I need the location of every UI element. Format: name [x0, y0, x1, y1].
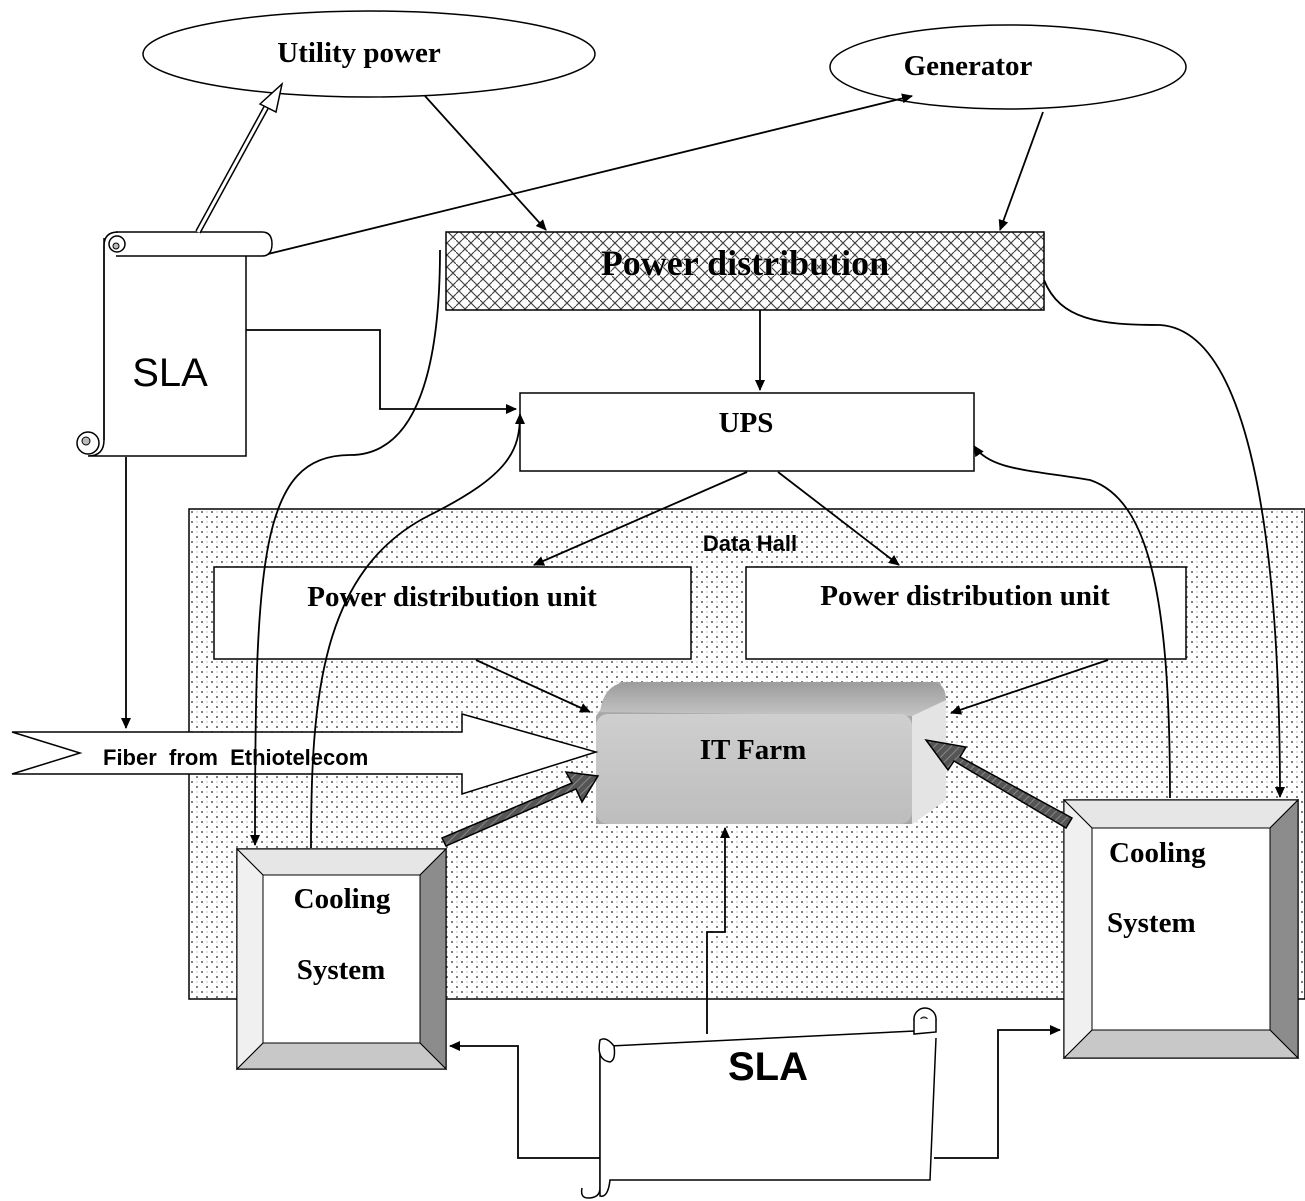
sla-to-it-farm: [706, 827, 730, 1034]
cooling-left-to-ups: [310, 413, 525, 849]
pdu-left-label: Power distribution unit: [307, 581, 597, 613]
cooling-right-to-ups: [973, 445, 1171, 799]
cooling-right-label-line1: Cooling: [1109, 837, 1206, 869]
ups-node: [519, 392, 975, 472]
it-farm-label: IT Farm: [700, 734, 807, 766]
generator-label: Generator: [904, 50, 1033, 82]
pdu-left-to-it-farm: [475, 659, 591, 713]
sla-to-cooling-right: [934, 1025, 1061, 1159]
generator-node: [829, 24, 1187, 110]
cooling-left-label-line1: Cooling: [294, 883, 391, 915]
power-distribution-node: [445, 231, 1045, 311]
it-farm-node: [596, 682, 946, 824]
cooling-left-airflow-arrow: [440, 771, 600, 847]
cooling-right-node: [1062, 798, 1300, 1060]
cooling-left-node: [235, 847, 448, 1071]
power-distribution-to-cooling-left: [250, 249, 441, 846]
connectors: [121, 81, 1285, 1159]
cooling-left-label-line2: System: [297, 954, 386, 986]
fiber-arrow: [11, 713, 599, 796]
pdu-right-to-it-farm: [950, 659, 1109, 715]
sla-to-generator: [267, 93, 913, 255]
sla-left-label: SLA: [132, 351, 208, 395]
utility-power-label: Utility power: [277, 37, 441, 69]
ups-label: UPS: [719, 407, 774, 439]
sla-to-cooling-left: [449, 1041, 600, 1159]
cooling-right-airflow-arrow: [924, 738, 1074, 830]
utility-power-node: [142, 10, 596, 98]
ups-to-pdu-left: [533, 471, 748, 566]
sla-bottom-label: SLA: [728, 1045, 808, 1089]
fiber-label: Fiber from Ethiotelecom: [103, 745, 368, 770]
pdu-left-node: [213, 566, 692, 660]
sla-left-scroll: [76, 231, 273, 457]
power-distribution-label: Power distribution: [601, 243, 889, 283]
pdu-right-label: Power distribution unit: [820, 580, 1110, 612]
ups-to-pdu-right: [777, 471, 900, 566]
pdu-right-node: [745, 566, 1187, 660]
cooling-right-label-line2: System: [1107, 907, 1196, 939]
generator-to-power-distribution: [998, 111, 1044, 231]
utility-to-power-distribution: [424, 95, 547, 231]
sla-bottom-scroll: [580, 1007, 937, 1199]
power-distribution-to-cooling-right: [1043, 279, 1285, 798]
sla-to-ups: [246, 329, 517, 414]
data-hall-label: Data Hall: [703, 531, 797, 556]
